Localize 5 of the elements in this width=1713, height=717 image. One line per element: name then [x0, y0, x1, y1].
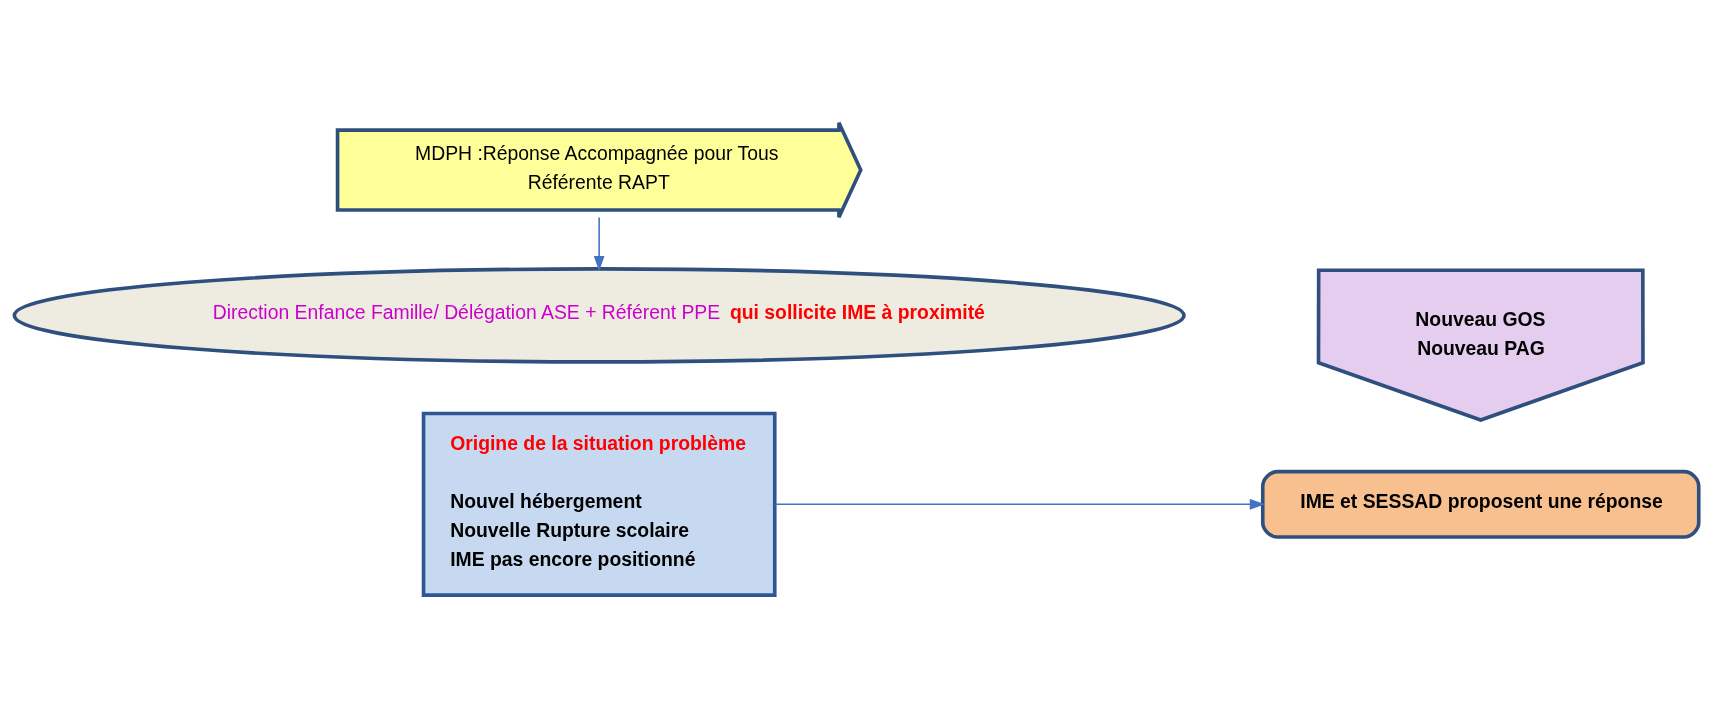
node-ellipse: Direction Enfance Famille/ Délégation ASE + Référent PPE qui sollicite IME à proximité: [12, 266, 1186, 364]
node-box: Origine de la situation problème Nouvel hébergement Nouvelle Rupture scolaire IME pas encore positionné: [421, 411, 777, 597]
arrow: [593, 216, 605, 271]
arrow: [774, 498, 1266, 510]
node-box: IME et SESSAD proposent une réponse: [1260, 469, 1701, 539]
